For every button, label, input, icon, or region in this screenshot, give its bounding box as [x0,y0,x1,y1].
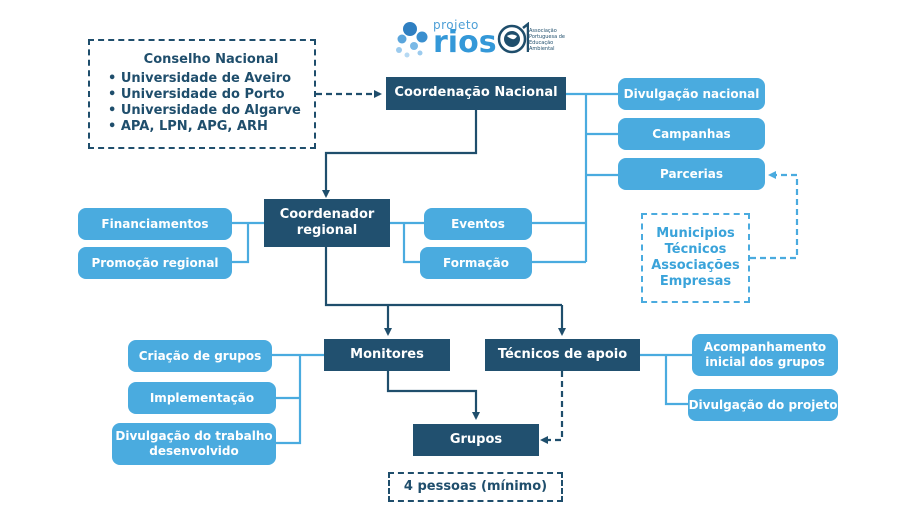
logo-bubbles-icon [396,22,428,58]
divulgacao-nacional-box: Divulgação nacional [618,78,765,110]
criacao-de-grupos-box: Criação de grupos [128,340,272,372]
monitores-box: Monitores [324,339,450,371]
conselho-item: • APA, LPN, APG, ARH [108,119,268,135]
grupos-box: Grupos [413,424,539,456]
arrow-tecnicos-grupos [540,371,564,444]
eventos-box: Eventos [424,208,532,240]
campanhas-box: Campanhas [618,118,765,150]
quatro-pessoas-box: 4 pessoas (mínimo) [388,472,563,502]
logo-brand-top: projeto [433,18,479,32]
implementacao-box: Implementação [128,382,276,414]
line-coordenador-down [324,246,562,307]
arrow-monitores-grupos [386,371,480,420]
line-coordenacao-coordenador [322,110,478,198]
conselho-item: • Universidade de Aveiro [108,70,292,86]
conselho-item: • Universidade do Algarve [108,103,301,119]
coordenacao-nacional-box: Coordenação Nacional [386,77,566,110]
tecnicos-de-apoio-box: Técnicos de apoio [485,339,640,371]
divulgacao-do-projeto-box: Divulgação do projeto [688,389,838,421]
line-monitores-vert [276,355,302,445]
parceiro-item: Municipios [656,225,735,241]
logo-brand-main: rios [433,25,497,60]
conselho-item: • Universidade do Porto [108,86,285,102]
parceiro-item: Técnicos [664,241,727,257]
parceiros-box: Municipios Técnicos Associações Empresas [641,213,750,303]
acompanhamento-box: Acompanhamento inicial dos grupos [692,334,838,376]
arrow-parceiros-parcerias [750,171,799,260]
promocao-regional-box: Promoção regional [78,247,232,279]
formacao-box: Formação [420,247,532,279]
divulgacao-do-trabalho-box: Divulgação do trabalho desenvolvido [112,423,276,465]
parceiro-item: Empresas [659,274,732,290]
line-formacao [402,223,420,264]
coordenador-regional-box: Coordenador regional [264,199,390,247]
financiamentos-box: Financiamentos [78,208,232,240]
line-tecnicos-vert [664,355,688,406]
line-left-vert [232,223,250,264]
logo-association-text: Associação Portuguesa de Educação Ambien… [529,28,566,52]
parceiro-item: Associações [651,258,740,273]
globe-logo-icon [497,22,529,54]
conselho-nacional-box: Conselho Nacional • Universidade de Avei… [88,39,316,149]
parcerias-box: Parcerias [618,158,765,190]
logo: projeto rios Associação Portuguesa de Ed… [393,18,573,64]
conselho-title: Conselho Nacional [143,52,279,68]
